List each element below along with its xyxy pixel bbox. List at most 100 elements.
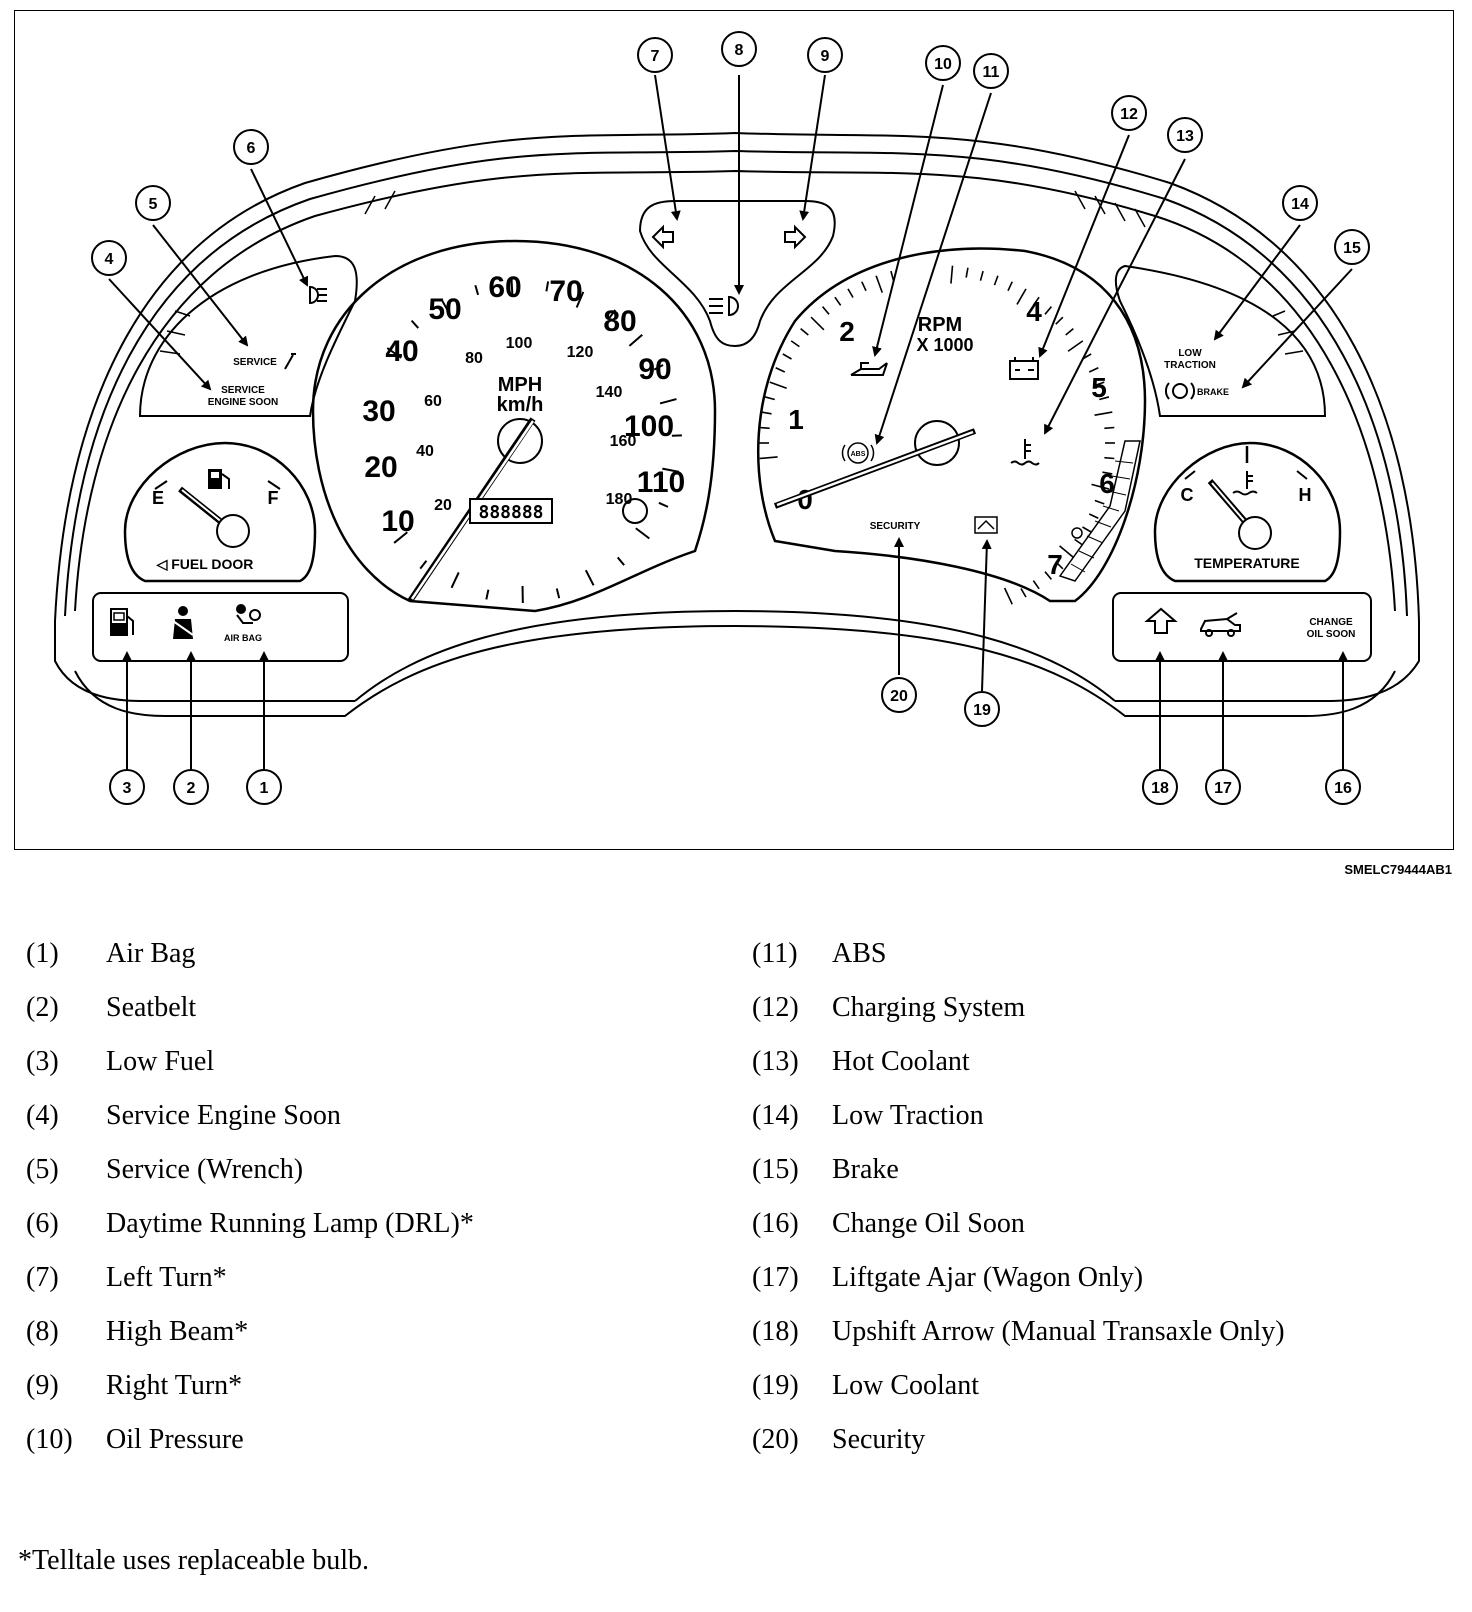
legend-number: (13): [752, 1046, 799, 1077]
left-turn-icon: [651, 224, 674, 250]
callout-20: 20: [881, 677, 917, 713]
tachometer-tick: [1094, 381, 1105, 387]
legend-item: (5)Service (Wrench): [26, 1154, 474, 1208]
callout-6: 6: [233, 129, 269, 165]
callout-circle: [246, 769, 282, 805]
callout-12: 12: [1111, 95, 1147, 131]
temp-hot-label: H: [1299, 485, 1312, 505]
tachometer-tick: [821, 306, 830, 315]
kmh-label: km/h: [497, 394, 544, 416]
legend-item: (16)Change Oil Soon: [752, 1208, 1285, 1262]
speedometer-tick: [393, 531, 408, 544]
legend-item: (8)High Beam*: [26, 1316, 474, 1370]
mph-tick-label: 50: [428, 293, 461, 326]
speedometer-tick: [419, 560, 428, 570]
air-bag-label: AIR BAG: [224, 633, 262, 643]
hot-coolant-icon: [1010, 439, 1040, 466]
legend-number: (10): [26, 1424, 73, 1455]
legend-item: (11)ABS: [752, 938, 1285, 992]
legend-item: (19)Low Coolant: [752, 1370, 1285, 1424]
legend-number: (1): [26, 938, 59, 969]
legend-label: Right Turn*: [106, 1370, 243, 1401]
callout-7: 7: [637, 37, 673, 73]
tachometer-ticks: [759, 265, 1115, 605]
mph-tick-label: 100: [624, 410, 674, 443]
tachometer-tick: [1055, 316, 1064, 325]
housing-hatching: [159, 190, 1304, 355]
legend-item: (13)Hot Coolant: [752, 1046, 1285, 1100]
tachometer-tick: [979, 270, 984, 281]
legend-item: (2)Seatbelt: [26, 992, 474, 1046]
tachometer-tick: [847, 288, 854, 298]
callout-number: 16: [1334, 780, 1352, 797]
tachometer-tick: [1088, 367, 1099, 373]
legend-number: (7): [26, 1262, 59, 1293]
legend-label: Brake: [832, 1154, 899, 1185]
speedometer-tick: [510, 279, 514, 297]
speedometer-tick: [440, 298, 451, 315]
legend-item: (1)Air Bag: [26, 938, 474, 992]
fuel-door-label: ◁ FUEL DOOR: [156, 556, 254, 572]
callout-circle: [1325, 769, 1361, 805]
callout-number: 11: [983, 64, 1000, 81]
speedometer-tick: [386, 347, 402, 359]
rpm-tick-label: 4: [1026, 296, 1042, 327]
callout-number: 3: [123, 780, 132, 797]
callout-number: 9: [821, 48, 830, 65]
callout-circle: [637, 37, 673, 73]
tachometer-tick: [1044, 306, 1053, 315]
tachometer-tick: [764, 396, 775, 401]
tachometer-tick: [834, 296, 842, 306]
legend-label: Upshift Arrow (Manual Transaxle Only): [832, 1316, 1285, 1347]
tachometer-tick: [761, 411, 772, 415]
tachometer-tick: [1102, 471, 1113, 475]
legend-left-column: (1)Air Bag(2)Seatbelt(3)Low Fuel(4)Servi…: [26, 938, 474, 1478]
speedometer-tick: [653, 364, 664, 371]
tachometer-tick: [775, 367, 786, 373]
legend-right-column: (11)ABS(12)Charging System(13)Hot Coolan…: [752, 938, 1285, 1478]
legend-item: (6)Daytime Running Lamp (DRL)*: [26, 1208, 474, 1262]
rpm-tick-label: 5: [1091, 372, 1107, 403]
legend-number: (2): [26, 992, 59, 1023]
service-engine-label-1: SERVICE: [221, 385, 265, 396]
tachometer-tick: [1032, 580, 1040, 590]
legend-number: (16): [752, 1208, 799, 1239]
speedometer-tick: [485, 589, 490, 600]
tachometer-tick: [1059, 545, 1074, 559]
mph-label: MPH: [498, 374, 542, 396]
callout-10: 10: [925, 45, 961, 81]
tachometer-tick: [950, 265, 954, 284]
turn-signal-pod: [638, 200, 836, 348]
mph-tick-label: 80: [603, 305, 636, 338]
speedometer-tick: [410, 319, 420, 329]
callout-number: 13: [1176, 128, 1194, 145]
callout-16: 16: [1325, 769, 1361, 805]
bottom-right-warning-panel: [1112, 592, 1372, 662]
legend-number: (8): [26, 1316, 59, 1347]
cluster-housing: [54, 131, 1420, 717]
tachometer-tick: [800, 327, 809, 336]
legend-label: Low Coolant: [832, 1370, 979, 1401]
speedometer-tick: [635, 527, 650, 540]
callout-circle: [721, 31, 757, 67]
footnote: *Telltale uses replaceable bulb.: [18, 1545, 369, 1576]
callout-circle: [109, 769, 145, 805]
service-label: SERVICE: [233, 357, 277, 368]
speedometer-tick: [575, 291, 585, 308]
callout-number: 1: [260, 780, 269, 797]
callout-number: 18: [1151, 780, 1169, 797]
tachometer-tick: [1067, 340, 1084, 352]
kmh-tick-label: 80: [465, 350, 483, 367]
legend-item: (18)Upshift Arrow (Manual Transaxle Only…: [752, 1316, 1285, 1370]
trip-reset-knob: [622, 498, 648, 524]
callout-number: 15: [1343, 240, 1361, 257]
tachometer-tick: [1099, 396, 1110, 401]
tachometer-tick: [1082, 526, 1092, 533]
mph-tick-label: 30: [362, 395, 395, 428]
temperature-label: TEMPERATURE: [1194, 555, 1300, 571]
tachometer-redline: [1058, 440, 1141, 582]
callout-number: 14: [1291, 196, 1309, 213]
speedometer-tick: [658, 501, 669, 508]
